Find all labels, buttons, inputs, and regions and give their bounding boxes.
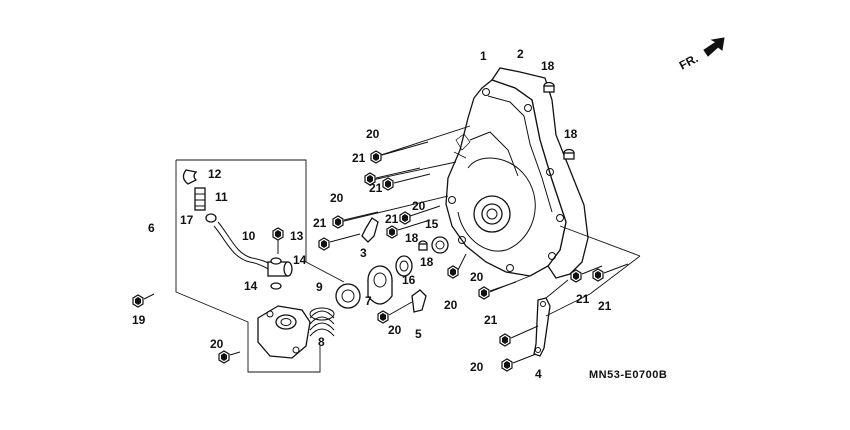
callout: 9 [316,280,323,294]
callout: 16 [402,273,416,287]
callout: 2 [517,47,524,61]
callout: 8 [318,335,325,349]
drawing-code: MN53-E0700B [589,369,667,381]
callout: 5 [415,327,422,341]
callout: 17 [180,213,194,227]
assembly-6 [175,159,345,373]
spring-8 [309,307,335,337]
washer-14-lower [270,282,282,290]
washer-14-upper [270,257,282,265]
bolt-13 [272,227,284,254]
callout: 20 [330,191,344,205]
callout: 3 [360,246,367,260]
callout: 20 [388,323,402,337]
oil-seal-15 [431,236,449,254]
dowel-pin-lower [418,240,428,251]
dowel-pin-mid [563,148,575,160]
callout: 21 [484,313,498,327]
callout: 19 [132,313,146,327]
cover-bolt-bosses [448,88,564,272]
cover-bolts [318,125,641,324]
clip-5 [411,289,427,313]
arrow-icon [703,37,725,57]
callout: 21 [576,292,590,306]
callout: 15 [425,217,439,231]
callout: 18 [564,127,578,141]
callout: 18 [405,231,419,245]
callout: 14 [244,279,258,293]
arrow-label: FR. [677,51,701,72]
cover-rib-2 [469,131,519,177]
callout: 1 [480,49,487,63]
center-parts [309,217,449,337]
cover-recess [457,157,536,252]
dowel-pin-upper [543,81,555,93]
callout: 13 [290,229,304,243]
bolt-20-bottom [218,350,241,364]
housing [257,305,311,359]
callout: 20 [470,270,484,284]
cover-hub-inner [481,203,503,225]
callout: 21 [313,216,327,230]
cover-rib [487,95,553,213]
clamp-12 [182,169,198,185]
washer-9 [335,283,361,309]
callout: 18 [541,59,555,73]
front-arrow: FR. [677,37,725,73]
clip-3 [361,217,379,243]
callout: 12 [208,167,222,181]
bolt-19 [132,293,155,308]
callout: 18 [420,255,434,269]
o-ring-17 [205,213,217,223]
callout: 20 [210,337,224,351]
callout: 20 [366,127,380,141]
callout: 21 [352,151,366,165]
cover-hub-bore [486,208,498,220]
cover-assembly [445,67,589,279]
callout: 21 [385,212,399,226]
callout: 20 [470,360,484,374]
bracket-4 [499,279,591,372]
cover-bracket [453,133,471,159]
callout: 10 [242,229,256,243]
callout: 14 [293,253,307,267]
cover [445,79,567,277]
cup-7 [367,265,393,305]
callout: 7 [365,294,372,308]
callout: 4 [535,367,542,381]
bearing-16 [395,255,413,277]
callout: 21 [598,299,612,313]
hose-end [267,261,293,277]
callout: 11 [215,190,228,204]
callout: 20 [412,199,426,213]
callout-labels: 1 2 3 4 5 6 7 8 9 10 11 12 13 14 14 15 1… [132,47,612,381]
fitting-11 [194,187,206,211]
callout: 6 [148,221,155,235]
callout: 20 [444,298,458,312]
callout: 21 [369,181,383,195]
